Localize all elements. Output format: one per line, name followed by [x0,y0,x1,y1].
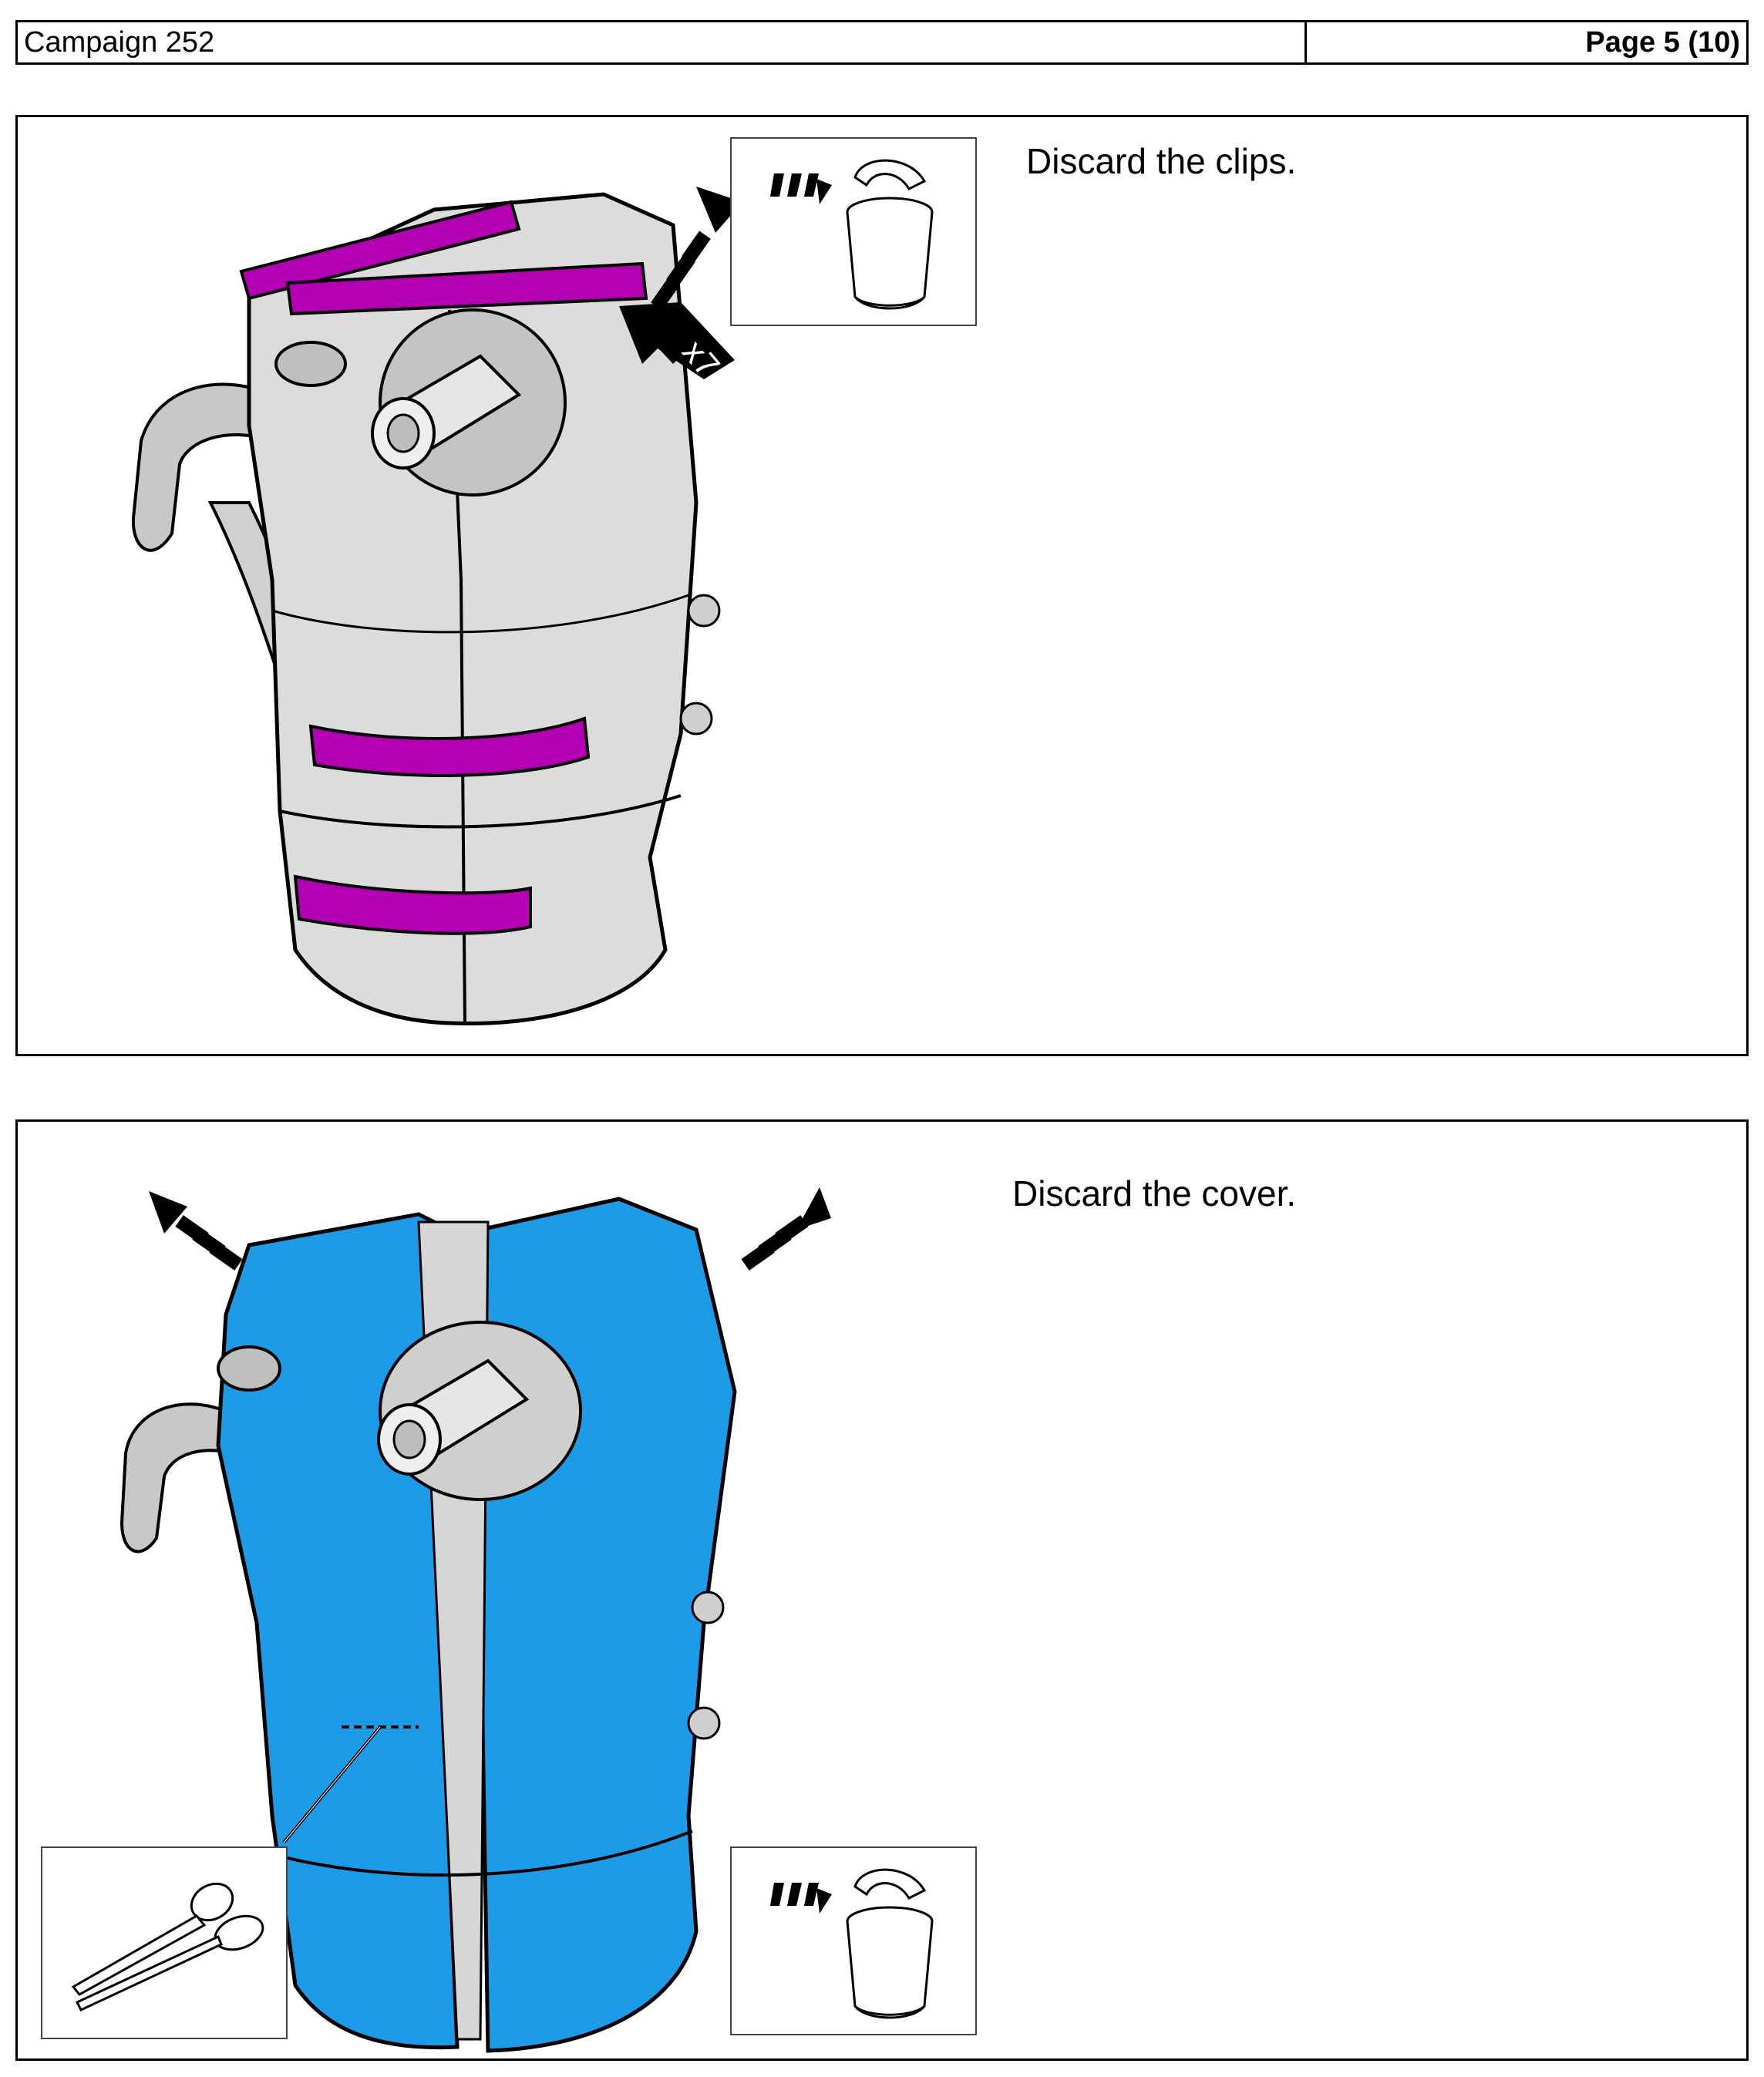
quantity-callout-arrow [619,302,735,379]
campaign-title: Campaign 252 [18,22,1307,62]
cylinder-cover-illustration [120,1187,831,2053]
scissors-icon-box [41,1846,288,2039]
step-instruction: Discard the cover. [1012,1173,1297,1214]
document-header: Campaign 252 Page 5 (10) [15,20,1749,65]
trash-bin-icon [770,1868,934,2019]
trash-bin-icon [770,159,934,310]
page-number: Page 5 (10) [1585,25,1740,59]
cylinder-with-clips-illustration: x7 [131,187,742,1025]
scissors-icon [71,1882,264,2011]
step-instruction: Discard the clips. [1026,141,1297,181]
remove-left-arrow [149,1191,243,1271]
step-panel-discard-cover: Discard the cover. [15,1119,1749,2061]
discard-icon-box [730,137,977,326]
remove-right-arrow [741,1187,831,1271]
discard-icon-box [730,1846,977,2035]
step-panel-discard-clips: Discard the clips. [15,115,1749,1056]
